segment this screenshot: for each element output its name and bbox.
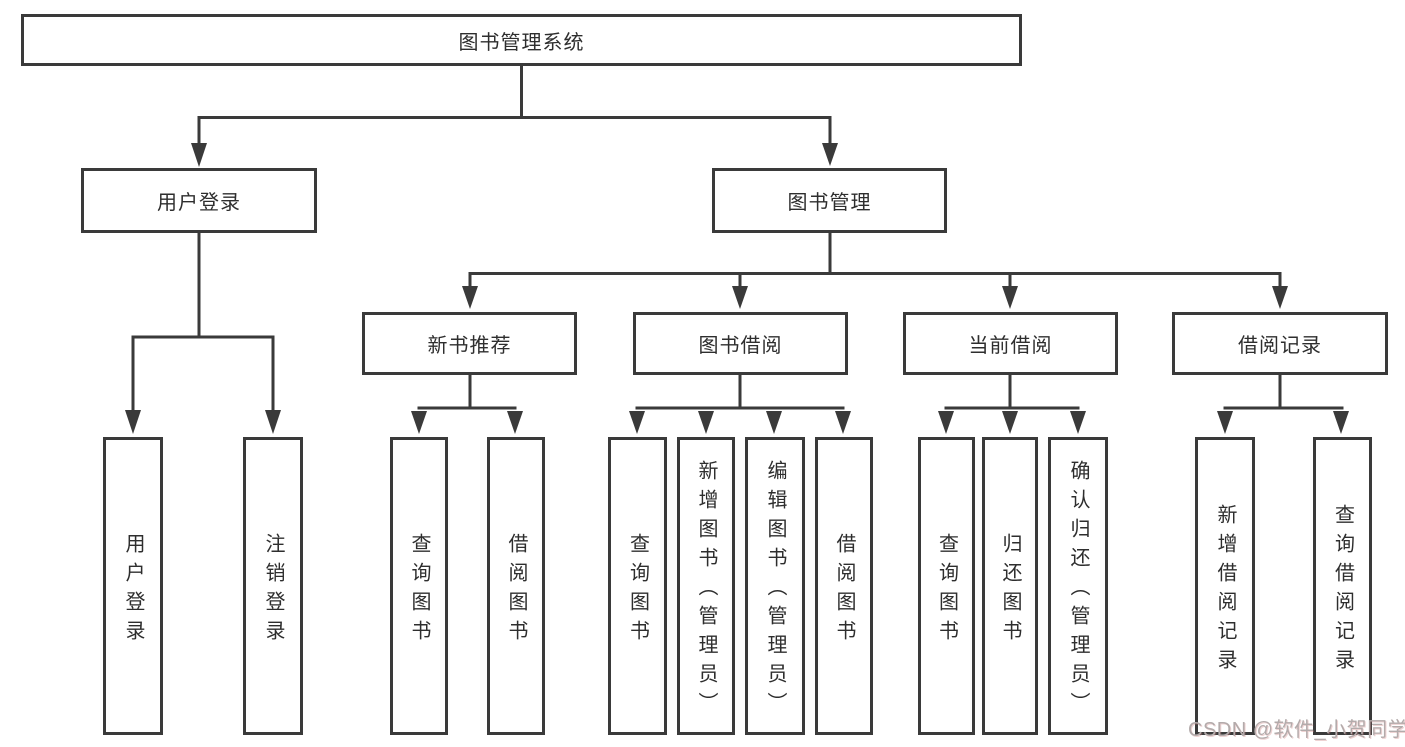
node-current-borrowing: 当前借阅	[903, 312, 1118, 375]
leaf-query-books-1: 查询图书	[390, 437, 448, 735]
node-current-borrowing-label: 当前借阅	[968, 335, 1053, 357]
leaf-add-borrow-record-label: 新增借阅记录	[1214, 503, 1236, 678]
leaf-add-borrow-record: 新增借阅记录	[1195, 437, 1255, 735]
leaf-logout-label: 注销登录	[262, 532, 284, 649]
csdn-watermark: CSDN @软件_小贺同学	[1188, 719, 1405, 741]
node-user-login-label: 用户登录	[157, 192, 241, 214]
leaf-query-borrow-record: 查询借阅记录	[1313, 437, 1372, 735]
node-borrowing-records: 借阅记录	[1172, 312, 1388, 375]
leaf-add-book-admin-label: 新增图书（管理员）	[695, 460, 717, 721]
leaf-confirm-return-admin: 确认归还（管理员）	[1048, 437, 1108, 735]
leaf-query-books-3: 查询图书	[918, 437, 975, 735]
node-root-label: 图书管理系统	[458, 31, 585, 54]
node-new-book-recommend: 新书推荐	[362, 312, 577, 375]
node-user-login: 用户登录	[81, 168, 317, 233]
node-borrowing-records-label: 借阅记录	[1238, 335, 1322, 357]
leaf-borrow-books-1: 借阅图书	[487, 437, 545, 735]
leaf-user-login: 用户登录	[103, 437, 163, 735]
leaf-confirm-return-admin-label: 确认归还（管理员）	[1067, 460, 1089, 721]
connector-new-book-recommend-children	[411, 373, 523, 434]
leaf-edit-book-admin: 编辑图书（管理员）	[745, 437, 805, 735]
leaf-query-books-2: 查询图书	[608, 437, 667, 735]
leaf-return-book-label: 归还图书	[999, 532, 1021, 649]
connector-book-management-children	[462, 231, 1288, 309]
leaf-logout: 注销登录	[243, 437, 303, 735]
leaf-add-book-admin: 新增图书（管理员）	[677, 437, 735, 735]
leaf-return-book: 归还图书	[982, 437, 1038, 735]
connector-borrowing-records-children	[1217, 373, 1349, 434]
node-book-borrowing: 图书借阅	[633, 312, 848, 375]
connector-root-to-level2	[191, 66, 838, 167]
leaf-borrow-books-2-label: 借阅图书	[833, 532, 855, 649]
leaf-query-books-1-label: 查询图书	[408, 532, 430, 649]
leaf-user-login-label: 用户登录	[122, 532, 144, 649]
leaf-query-books-2-label: 查询图书	[626, 532, 649, 649]
node-book-borrowing-label: 图书借阅	[698, 335, 783, 357]
node-book-management: 图书管理	[712, 168, 947, 233]
leaf-borrow-books-2: 借阅图书	[815, 437, 873, 735]
leaf-query-books-3-label: 查询图书	[935, 532, 958, 649]
node-new-book-recommend-label: 新书推荐	[427, 335, 512, 357]
leaf-borrow-books-1-label: 借阅图书	[505, 532, 527, 649]
connector-user-login-children	[125, 231, 281, 434]
connector-current-borrowing-children	[938, 373, 1086, 434]
node-root: 图书管理系统	[21, 14, 1022, 66]
node-book-management-label: 图书管理	[787, 192, 872, 214]
connector-book-borrowing-children	[629, 373, 851, 434]
leaf-edit-book-admin-label: 编辑图书（管理员）	[764, 460, 786, 721]
leaf-query-borrow-record-label: 查询借阅记录	[1331, 503, 1354, 678]
